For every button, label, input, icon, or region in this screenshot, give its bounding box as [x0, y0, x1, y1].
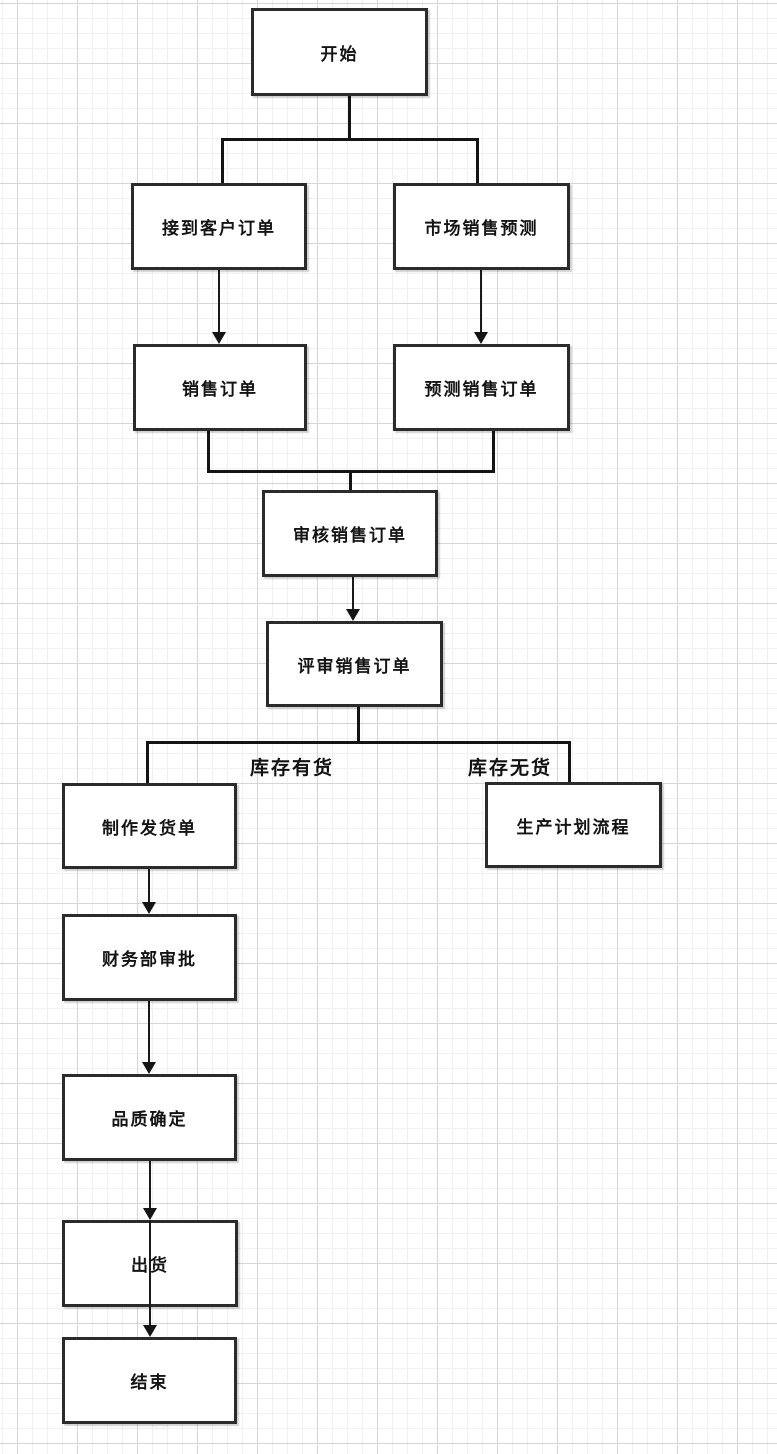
arrow-market-to-forecastorder	[480, 270, 482, 333]
node-review-sales-order-label: 评审销售订单	[297, 656, 412, 676]
connector-start-to-receive	[221, 138, 224, 185]
connector-merge-to-audit	[349, 470, 352, 491]
node-market-forecast[interactable]: 市场销售预测	[393, 183, 570, 270]
connector-branch-to-production	[568, 741, 571, 783]
arrowhead-ship-to-end	[143, 1325, 157, 1337]
edge-label-in-stock: 库存有货	[250, 758, 335, 779]
node-quality-confirm-label: 品质确定	[111, 1110, 188, 1129]
node-make-delivery-note-label: 制作发货单	[102, 818, 197, 838]
arrowhead-delivery-to-finance	[142, 902, 156, 914]
node-start[interactable]: 开始	[251, 8, 428, 96]
node-receive-order[interactable]: 接到客户订单	[131, 183, 307, 270]
node-finance-approval[interactable]: 财务部审批	[62, 914, 237, 1001]
arrow-receive-to-salesorder	[218, 270, 220, 333]
node-sales-order[interactable]: 销售订单	[133, 344, 307, 431]
connector-forecastorder-merge-right	[492, 431, 495, 473]
node-review-sales-order[interactable]: 评审销售订单	[266, 621, 443, 707]
node-make-delivery-note[interactable]: 制作发货单	[62, 783, 237, 869]
node-quality-confirm[interactable]: 品质确定	[62, 1074, 237, 1161]
node-end[interactable]: 结束	[62, 1337, 237, 1424]
connector-branch-to-delivery	[146, 741, 149, 784]
arrow-ship-to-end	[149, 1220, 151, 1326]
connector-start-split-bar	[221, 138, 479, 141]
arrowhead-finance-to-quality	[142, 1062, 156, 1074]
node-start-label: 开始	[320, 44, 359, 64]
arrowhead-market-to-forecastorder	[474, 332, 488, 344]
arrowhead-receive-to-salesorder	[212, 332, 226, 344]
node-sales-order-label: 销售订单	[182, 380, 258, 399]
arrow-delivery-to-finance	[148, 869, 150, 903]
node-production-plan[interactable]: 生产计划流程	[485, 782, 662, 868]
connector-branch-bar	[146, 741, 571, 744]
node-forecast-sales-order[interactable]: 预测销售订单	[393, 344, 570, 431]
node-finance-approval-label: 财务部审批	[102, 950, 197, 969]
node-audit-sales-order[interactable]: 审核销售订单	[262, 490, 438, 577]
arrowhead-quality-to-ship	[143, 1208, 157, 1220]
arrow-audit-to-review	[352, 577, 354, 610]
connector-start-stem	[348, 95, 351, 141]
node-forecast-sales-order-label: 预测销售订单	[424, 380, 539, 399]
node-audit-sales-order-label: 审核销售订单	[293, 526, 407, 545]
edge-label-out-of-stock: 库存无货	[468, 758, 553, 779]
node-market-forecast-label: 市场销售预测	[424, 219, 539, 238]
connector-start-to-market	[476, 138, 479, 185]
arrow-quality-to-ship	[149, 1161, 151, 1209]
node-receive-order-label: 接到客户订单	[162, 219, 276, 238]
arrow-finance-to-quality	[148, 1001, 150, 1063]
connector-review-stem	[357, 707, 360, 744]
node-production-plan-label: 生产计划流程	[516, 817, 631, 837]
arrowhead-audit-to-review	[346, 609, 360, 621]
node-end-label: 结束	[130, 1373, 169, 1392]
connector-salesorder-merge-left	[207, 431, 210, 473]
